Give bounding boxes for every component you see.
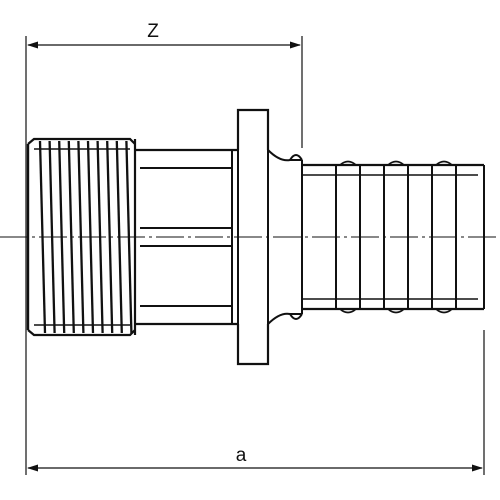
dimension-a-label: a <box>236 445 247 466</box>
barb-ridge-bottom <box>339 308 357 314</box>
barb-ridge-top <box>435 160 453 166</box>
a-left-arrow <box>27 464 38 472</box>
z-left-arrow <box>27 41 38 49</box>
barb-ridge-bottom <box>435 308 453 314</box>
barb-ridge-bottom <box>387 308 405 314</box>
z-right-arrow <box>290 41 301 49</box>
fitting-body <box>135 148 239 326</box>
dimension-a: a <box>27 445 483 472</box>
dimension-z-label: Z <box>147 21 159 42</box>
barb-ridge-top <box>339 160 357 166</box>
barb-ridge-top <box>387 160 405 166</box>
thread-crest-top <box>27 137 136 145</box>
neck-groove <box>289 154 303 320</box>
thread-line <box>106 140 114 334</box>
a-right-arrow <box>472 464 483 472</box>
dimension-z: Z <box>27 21 301 49</box>
